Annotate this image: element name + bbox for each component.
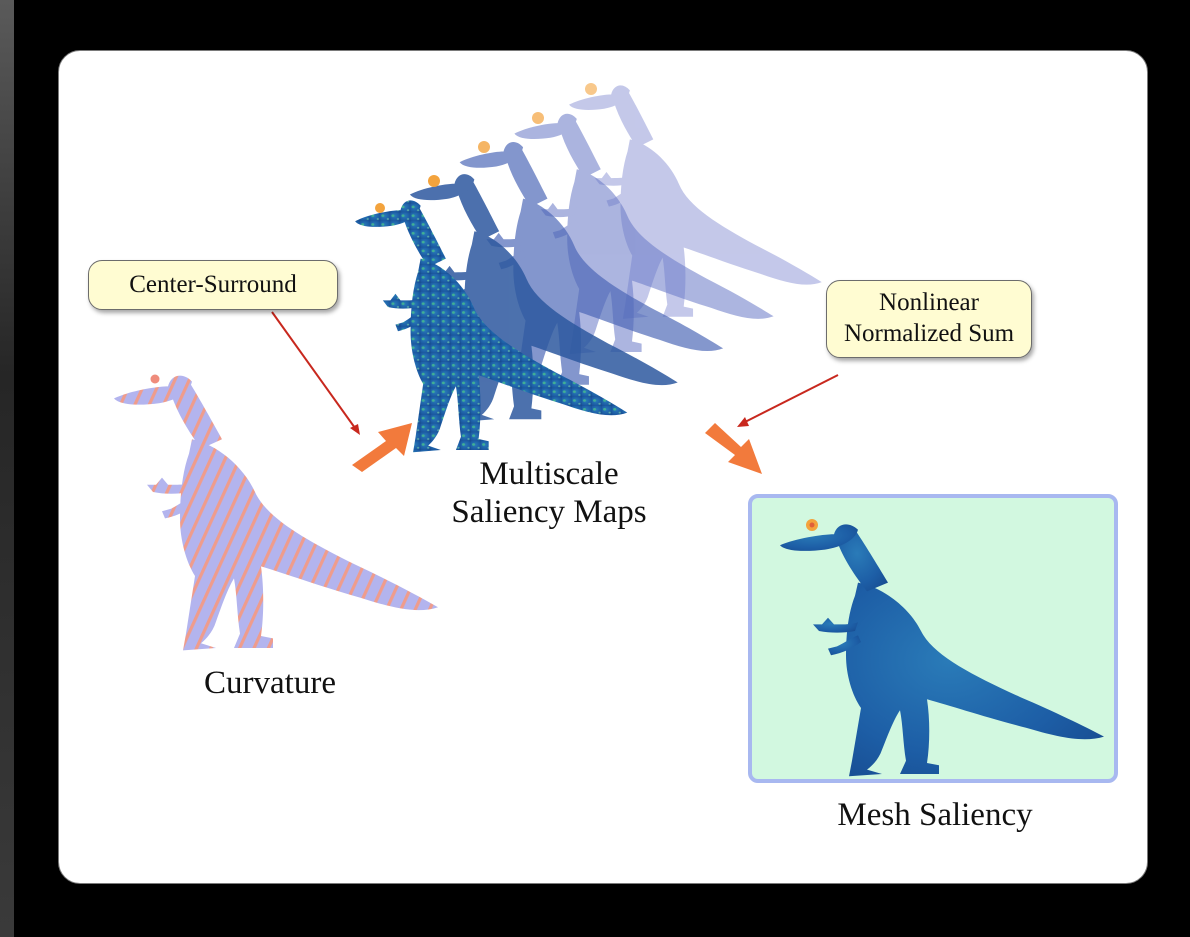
curvature-dinosaur [114,375,438,651]
multiscale-caption-line2: Saliency Maps [424,493,674,531]
center-surround-label: Center-Surround [129,271,297,298]
multiscale-caption-line1: Multiscale [424,455,674,493]
nonlinear-label-line1: Nonlinear [827,287,1031,318]
red-pointer-arrow-left [272,312,360,435]
big-orange-arrow-left [352,423,412,472]
mesh-saliency-caption: Mesh Saliency [800,796,1070,834]
saliency-dinosaur-stack [355,83,822,452]
curvature-caption: Curvature [170,664,370,702]
big-orange-arrow-right [705,423,762,474]
nonlinear-callout: Nonlinear Normalized Sum [826,280,1032,358]
red-pointer-arrow-right [737,375,838,427]
multiscale-caption: Multiscale Saliency Maps [424,455,674,531]
center-surround-callout: Center-Surround [88,260,338,310]
nonlinear-label-line2: Normalized Sum [827,318,1031,349]
